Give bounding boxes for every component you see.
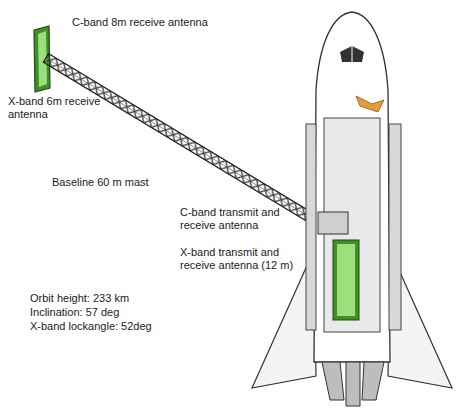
orbit-note: Orbit height: 233 km	[30, 292, 210, 305]
mast	[43, 54, 320, 227]
antenna-label: C-band transmit and receive antenna	[180, 206, 298, 232]
antenna-label: X-band transmit and receive antenna (12 …	[180, 246, 304, 272]
mast-label: Baseline 60 m mast	[52, 176, 182, 189]
orbit-note: Inclination: 57 deg	[30, 306, 210, 319]
antenna-label: C-band 8m receive antenna	[72, 16, 252, 29]
space-shuttle	[252, 12, 452, 406]
orbit-note: X-band lockangle: 52deg	[30, 320, 210, 333]
antenna-label: X-band 6m receive antenna	[8, 95, 108, 121]
